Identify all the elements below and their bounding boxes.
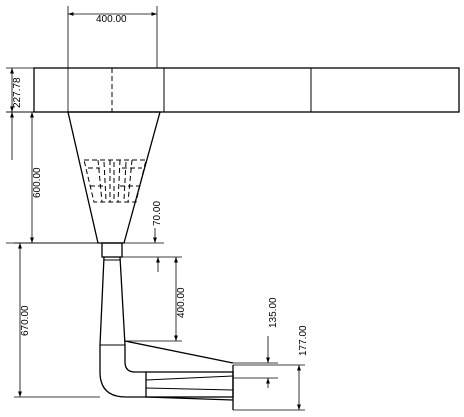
cone-body xyxy=(67,111,161,244)
elbow-outer xyxy=(99,345,146,398)
geometry xyxy=(33,67,460,410)
dim-label-cone-height: 600.00 xyxy=(32,167,43,198)
cone-neck xyxy=(101,242,123,258)
dim-header-height: 227.78 xyxy=(6,67,34,113)
outlet-pipe xyxy=(124,340,234,401)
downpipe xyxy=(99,256,126,346)
dim-pipe-drop: 400.00 xyxy=(122,256,187,342)
outlet-inner-line-1 xyxy=(145,375,234,381)
dim-label-cone-outlet: 70.00 xyxy=(152,201,163,226)
dim-top-width: 400.00 xyxy=(67,6,158,112)
dim-elbow-outlet: 135.00 xyxy=(233,297,279,388)
dim-label-elbow-outlet: 135.00 xyxy=(268,297,279,328)
dim-label-pipe-drop: 400.00 xyxy=(176,287,187,318)
dim-label-top-width: 400.00 xyxy=(96,14,127,25)
dim-cone-outlet: 70.00 xyxy=(124,201,164,244)
dim-label-lower-total: 670.00 xyxy=(20,305,31,336)
outlet-inner-line-2 xyxy=(145,387,234,391)
elbow-inner xyxy=(124,345,146,373)
dim-label-header-height: 227.78 xyxy=(12,77,23,108)
cone-hidden-internals xyxy=(83,159,147,203)
dim-cone-height: 600.00 xyxy=(6,111,98,244)
dim-lower-total: 670.00 xyxy=(14,242,100,398)
dim-label-outlet-height: 177.00 xyxy=(298,325,309,356)
outlet-flange xyxy=(145,371,234,398)
dim-outlet-height: 177.00 xyxy=(233,325,309,411)
dimensions: 400.00 227.78 600.00 70.00 6 xyxy=(6,6,309,411)
header-box xyxy=(33,67,460,113)
